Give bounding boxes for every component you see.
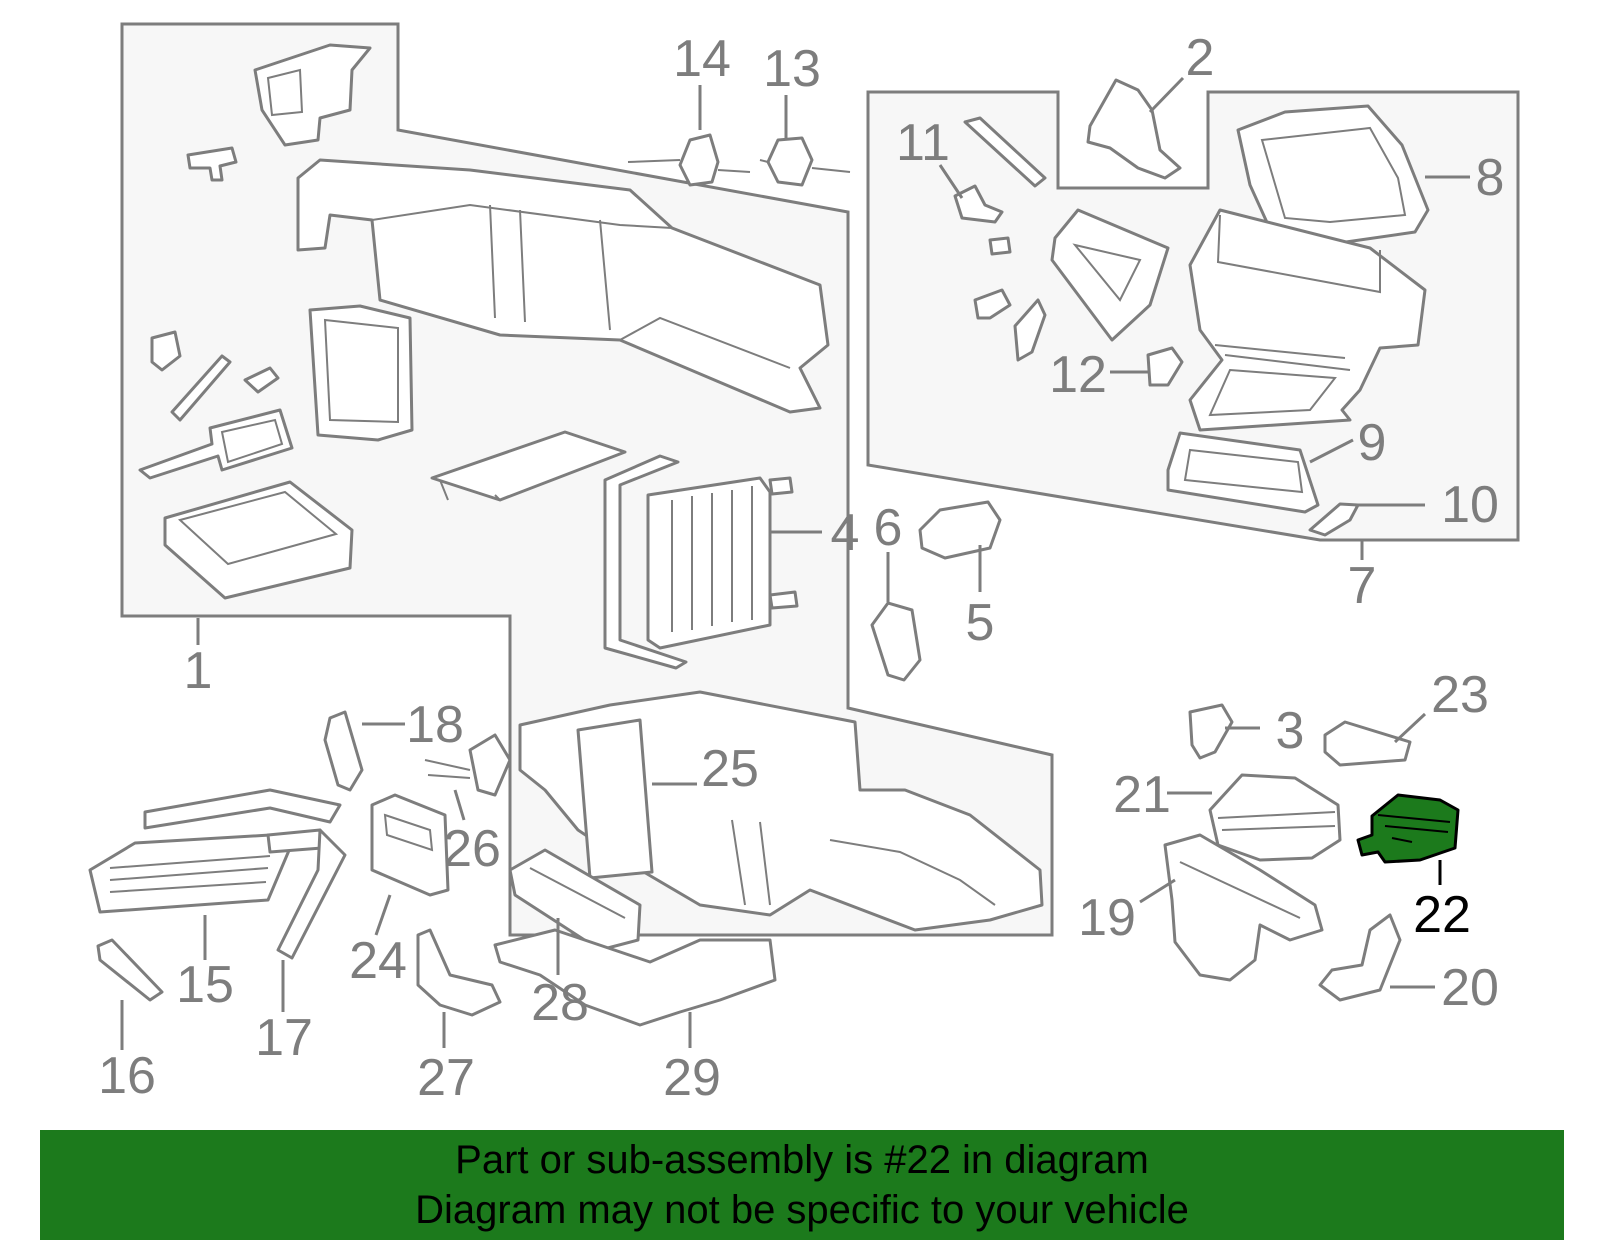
callout-15: 15 (176, 956, 234, 1014)
part-lower-case-housing (518, 690, 1044, 932)
callout-22[interactable]: 22 (1413, 886, 1471, 944)
callout-20: 20 (1441, 959, 1499, 1017)
part-upper-case-housing (296, 158, 830, 414)
part-control-module-24 (370, 793, 450, 897)
part-duct-28 (508, 848, 642, 952)
part-bracket-23 (1323, 720, 1412, 767)
callout-5: 5 (966, 594, 995, 652)
part-hose-20 (1318, 913, 1402, 1002)
callout-9: 9 (1358, 414, 1387, 472)
part-grommet-5 (918, 500, 1002, 560)
part-grommet-18 (323, 710, 364, 792)
leader-24 (374, 894, 392, 936)
part-plug-small (988, 236, 1012, 256)
callout-14: 14 (673, 30, 731, 88)
part-seal-flat (430, 430, 627, 502)
part-duct-29 (493, 928, 777, 1027)
part-link-rod (170, 354, 232, 422)
callout-16: 16 (98, 1047, 156, 1105)
callout-8: 8 (1476, 149, 1505, 207)
leader-23 (1393, 712, 1427, 744)
callout-23: 23 (1431, 666, 1489, 724)
part-bracket-2 (1086, 78, 1182, 180)
part-seal-strip-17 (276, 828, 347, 960)
callout-6: 6 (874, 499, 903, 557)
banner-line-part: Part or sub-assembly is #22 in diagram (455, 1138, 1149, 1182)
part-bracket-3 (1188, 703, 1234, 760)
part-seal-frame-8 (1236, 104, 1430, 247)
info-banner: Part or sub-assembly is #22 in diagram D… (40, 1130, 1564, 1240)
callout-18: 18 (406, 696, 464, 754)
part-duct-upper-left (253, 43, 372, 147)
part-door-panel-upper (1050, 208, 1170, 342)
part-blower-wheel-21 (1208, 773, 1342, 862)
callout-7: 7 (1348, 557, 1377, 615)
callout-2: 2 (1186, 29, 1215, 87)
banner-line-disclaimer: Diagram may not be specific to your vehi… (415, 1188, 1189, 1232)
part-clip-lever-b (1013, 298, 1047, 362)
part-grommet-6 (870, 601, 922, 682)
part-clip-small-c (243, 366, 280, 394)
part-clip-lever-a (973, 288, 1012, 320)
part-bracket-27 (416, 928, 502, 1017)
callout-1: 1 (184, 642, 213, 700)
callout-21: 21 (1113, 766, 1171, 824)
part-blower-resistor-22 (1356, 793, 1460, 864)
part-case-module (1188, 208, 1427, 432)
callout-25: 25 (701, 740, 759, 798)
callout-10: 10 (1441, 476, 1499, 534)
leader-19 (1139, 878, 1176, 904)
part-clip-small-b (150, 330, 182, 372)
callout-29: 29 (663, 1049, 721, 1107)
callout-26: 26 (443, 820, 501, 878)
callout-4: 4 (831, 504, 860, 562)
part-clip-12 (1146, 346, 1184, 387)
part-clip-10 (1308, 502, 1360, 537)
part-clip-small-a (186, 146, 238, 182)
part-small-link-11a (963, 116, 1047, 188)
part-sensor-26 (424, 733, 512, 797)
part-clip-11 (953, 184, 1004, 224)
part-heater-core-15 (88, 788, 342, 914)
callout-17: 17 (255, 1009, 313, 1067)
callout-13: 13 (763, 40, 821, 98)
part-seal-strip-16 (96, 938, 164, 1002)
callout-27: 27 (417, 1049, 475, 1107)
leader-11 (938, 164, 964, 199)
callout-28: 28 (531, 974, 589, 1032)
callout-12: 12 (1049, 346, 1107, 404)
part-actuator-lever (138, 408, 294, 480)
callout-24: 24 (349, 932, 407, 990)
part-vacuum-motor-13 (759, 136, 851, 187)
part-blower-motor-19 (1163, 833, 1324, 982)
callout-3: 3 (1276, 702, 1305, 760)
leader-2 (1148, 76, 1185, 114)
part-vacuum-motor-14 (627, 133, 751, 187)
part-filter-tray (163, 480, 354, 600)
part-filter-9 (1166, 431, 1320, 514)
callout-11: 11 (896, 114, 950, 172)
callout-19: 19 (1078, 889, 1136, 947)
part-door-panel-left (308, 304, 414, 442)
leader-9 (1309, 438, 1354, 464)
part-evaporator-core (603, 454, 799, 670)
leader-26 (453, 789, 466, 821)
group-box-main-housing (120, 22, 1054, 937)
